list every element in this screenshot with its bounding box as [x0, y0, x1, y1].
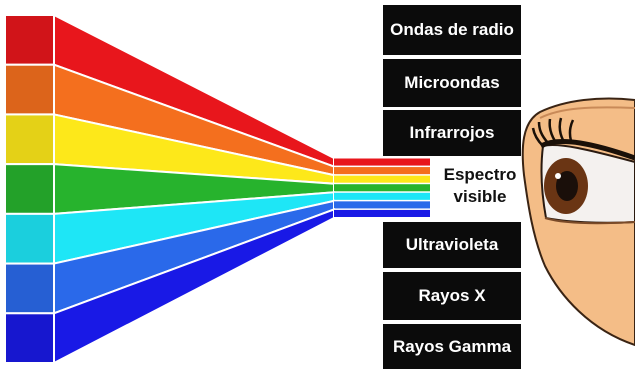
- band-strip-red: [334, 158, 430, 166]
- band-strip-cyan: [334, 192, 430, 200]
- band-strip-yellow: [334, 175, 430, 183]
- eye-lid-crease: [539, 106, 635, 119]
- band-block-yellow: [4, 113, 55, 166]
- eye-pupil: [556, 171, 578, 201]
- band-block-cyan: [4, 212, 55, 265]
- visible-spectrum-label: Espectro visible: [428, 164, 532, 208]
- eye-lower-lid: [544, 217, 635, 225]
- spectrum-bands: [4, 13, 430, 365]
- gamma-rays-label: Rayos Gamma: [383, 324, 521, 369]
- visible-spectrum-label-line1: Espectro: [443, 165, 517, 184]
- band-block-orange: [4, 63, 55, 116]
- band-strip-blue: [334, 201, 430, 209]
- microwaves-label: Microondas: [383, 59, 521, 107]
- band-strip-orange: [334, 167, 430, 175]
- band-block-red: [4, 14, 55, 66]
- xray-label: Rayos X: [383, 272, 521, 320]
- visible-spectrum-label-line2: visible: [453, 187, 507, 206]
- radio-waves-label: Ondas de radio: [383, 5, 521, 55]
- eye-highlight: [555, 173, 561, 179]
- eyelashes: [531, 117, 575, 147]
- ultraviolet-label: Ultravioleta: [383, 222, 521, 268]
- band-block-blue: [4, 262, 55, 315]
- eye-illustration: [521, 97, 635, 347]
- band-block-green: [4, 163, 55, 215]
- band-strip-green: [334, 184, 430, 192]
- band-strip-violet: [334, 209, 430, 217]
- band-block-violet: [4, 312, 55, 364]
- band-beam-violet: [53, 207, 335, 365]
- infrared-label: Infrarrojos: [383, 110, 521, 156]
